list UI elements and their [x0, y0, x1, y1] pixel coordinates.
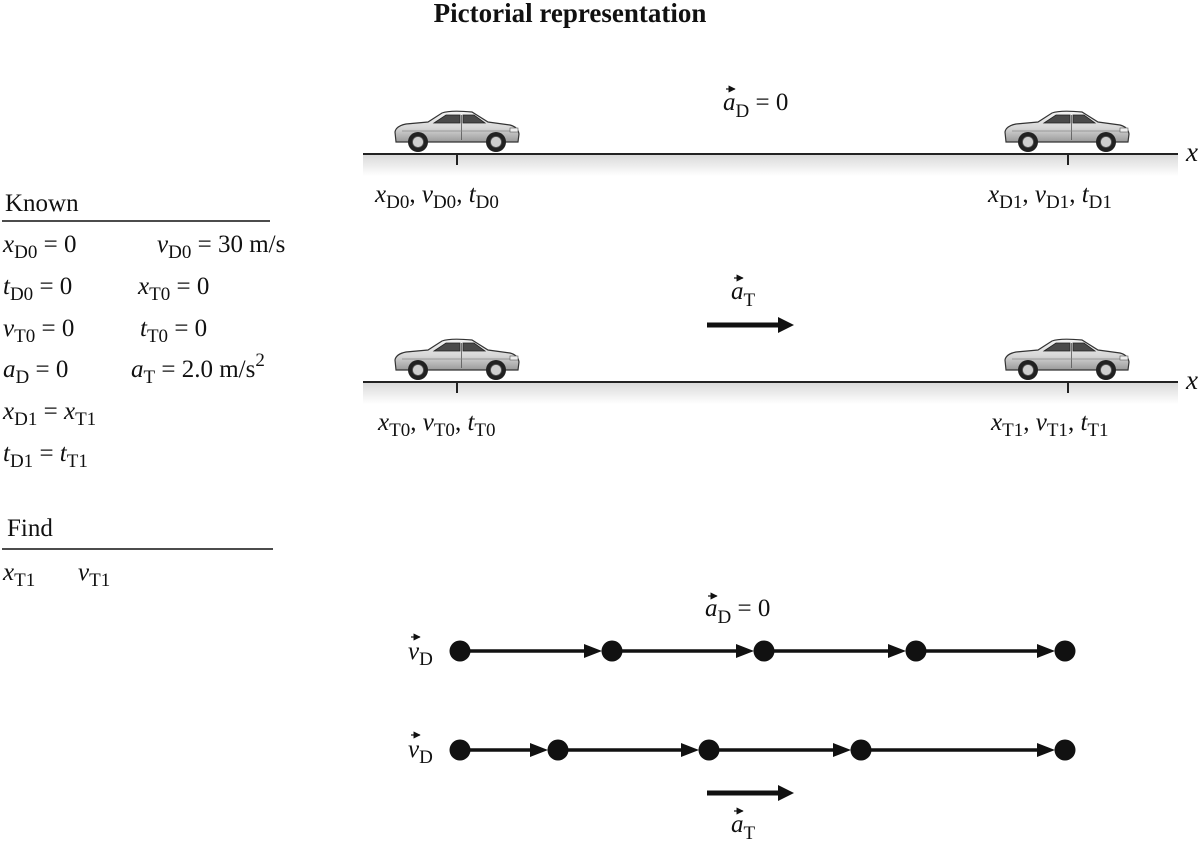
known-line: aD = 0	[3, 356, 68, 388]
car-lane-t: x aT xT0, vT0, tT0 xT1, vT1, tT1	[363, 274, 1198, 441]
known-heading: Known	[5, 190, 79, 217]
velocity-label: vD	[408, 736, 433, 768]
known-line: xD1 = xT1	[2, 398, 96, 430]
velocity-arrowhead-icon	[888, 644, 906, 658]
accel-label-d: aD = 0	[723, 85, 788, 122]
accel-arrow-icon	[778, 785, 794, 801]
find-panel: Find xT1 vT1	[2, 515, 273, 591]
find-heading: Find	[7, 515, 53, 542]
position-dot	[905, 640, 927, 662]
position-dot	[601, 640, 623, 662]
accel-label: aT	[731, 811, 756, 841]
known-line: vD0 = 30 m/s	[157, 231, 285, 263]
x-axis-label: x	[1185, 365, 1198, 395]
velocity-arrowhead-icon	[681, 743, 699, 757]
accel-label: aD = 0	[705, 595, 770, 628]
velocity-arrowhead-icon	[584, 644, 602, 658]
road-shadow	[363, 154, 1178, 176]
end-state-label: xD1, vD1, tD1	[987, 181, 1112, 213]
known-line: xT0 = 0	[137, 273, 209, 305]
velocity-arrowhead-icon	[1037, 644, 1055, 658]
car-lane-d: x aD = 0 xD0, vD0, tD0 xD1, vD1, tD1	[363, 85, 1198, 213]
position-dot	[449, 739, 471, 761]
end-state-label: xT1, vT1, tT1	[990, 409, 1109, 441]
car-icon-end	[1004, 338, 1130, 381]
known-line: tD1 = tT1	[3, 440, 88, 472]
known-line: vT0 = 0	[3, 315, 74, 347]
accel-label-t: aT	[707, 274, 794, 333]
start-state-label: xD0, vD0, tD0	[374, 181, 499, 213]
position-dot	[1054, 640, 1076, 662]
start-state-label: xT0, vT0, tT0	[377, 409, 496, 441]
velocity-arrowhead-icon	[736, 644, 754, 658]
velocity-arrowhead-icon	[530, 743, 548, 757]
position-dot	[698, 739, 720, 761]
position-dot	[850, 739, 872, 761]
find-item: xT1	[2, 559, 35, 591]
known-line: tD0 = 0	[3, 273, 72, 305]
position-dot	[1054, 739, 1076, 761]
velocity-arrowhead-icon	[833, 743, 851, 757]
motion-diagram-d: vD aD = 0	[408, 592, 1076, 670]
svg-text:aD = 0: aD = 0	[723, 89, 788, 122]
car-icon-start	[394, 338, 520, 381]
car-icon-end	[1004, 110, 1130, 153]
known-line: aT = 2.0 m/s2	[131, 350, 265, 388]
position-dot	[753, 640, 775, 662]
svg-text:aT: aT	[731, 278, 756, 311]
velocity-label: vD	[408, 638, 433, 670]
velocity-arrowhead-icon	[1037, 743, 1055, 757]
position-dot	[547, 739, 569, 761]
find-item: vT1	[78, 559, 110, 591]
position-dot	[449, 640, 471, 662]
car-icon-start	[394, 110, 520, 153]
accel-arrow-icon	[778, 317, 794, 333]
road-shadow	[363, 382, 1178, 404]
known-line: xD0 = 0	[2, 231, 76, 263]
motion-diagram-t: vD aT	[408, 731, 1076, 841]
page-title: Pictorial representation	[434, 0, 707, 28]
known-line: tT0 = 0	[140, 315, 207, 347]
x-axis-label: x	[1185, 137, 1198, 167]
known-panel: Known xD0 = 0 vD0 = 30 m/s tD0 = 0 xT0 =…	[2, 190, 285, 472]
